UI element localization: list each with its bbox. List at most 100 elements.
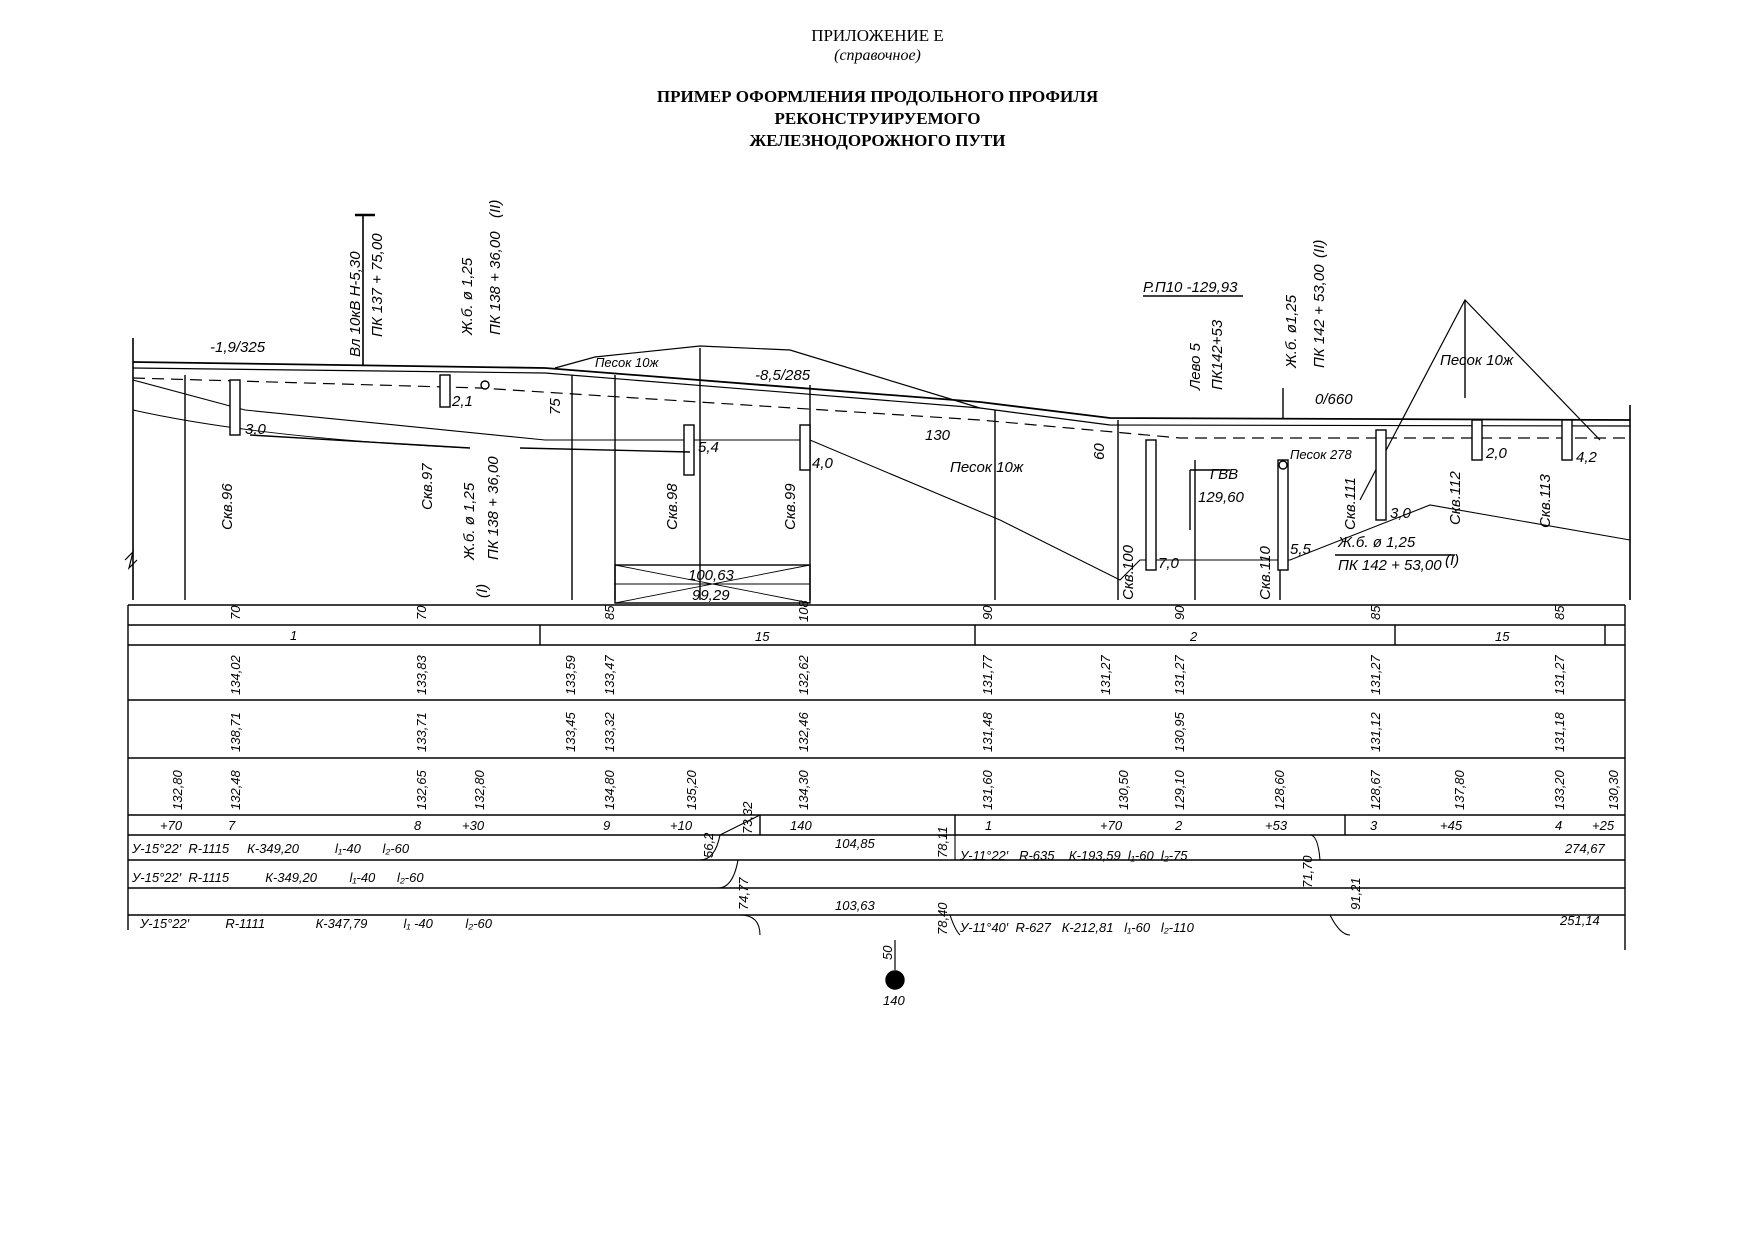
borehole-97-depth: 2,1 [451, 393, 473, 410]
borehole-100-name: Скв.100 [1120, 544, 1137, 600]
bridge-bottom: 99,29 [692, 587, 730, 604]
pipe-lower2-track: (I) [1445, 552, 1459, 569]
straight-4: 274,67 [1564, 841, 1606, 856]
design-1: 134,02 [228, 654, 243, 695]
existing-4: 133,32 [602, 711, 617, 752]
number-60: 60 [1091, 443, 1108, 460]
picket-10: 2 [1174, 818, 1183, 833]
straight-5: 56,2 [701, 832, 716, 858]
soil-label-2: Песок 10ж [950, 459, 1024, 476]
soil-label-3: Песок 10ж [1440, 352, 1514, 369]
pipe1-track: (II) [487, 200, 504, 218]
ground-8: 131,60 [980, 769, 995, 810]
design-8: 131,27 [1172, 654, 1187, 695]
picket-11: +53 [1265, 818, 1288, 833]
picket-3: 8 [414, 818, 422, 833]
pipe1-pk: ПК 138 + 36,00 [487, 231, 504, 335]
distance-2: 70 [414, 605, 429, 620]
km-mark-top: 50 [880, 945, 895, 960]
slope-label-3: 0/660 [1315, 391, 1353, 408]
ground-10: 129,10 [1172, 769, 1187, 810]
straight-1: 73,32 [740, 801, 755, 834]
borehole-110-name: Скв.110 [1257, 546, 1274, 600]
number-130: 130 [925, 427, 951, 444]
page-header: ПРИЛОЖЕНИЕ Е (справочное) ПРИМЕР ОФОРМЛЕ… [0, 26, 1755, 152]
straight-6: 74,77 [736, 877, 751, 910]
borehole-98-name: Скв.98 [664, 483, 681, 530]
pipe-lower2-pk: ПК 142 + 53,00 [1338, 557, 1442, 574]
borehole-99-depth: 4,0 [812, 455, 834, 472]
ground-2: 132,48 [228, 769, 243, 810]
benchmark-label: Р.П10 -129,93 [1143, 279, 1238, 296]
straight-7: 71,70 [1300, 855, 1315, 888]
borehole-110-depth: 5,5 [1290, 541, 1312, 558]
curve-row3-right: У-11°40′ R-627 К-212,81 l₁-60 l₂-110 [959, 920, 1195, 935]
design-4: 133,47 [602, 654, 617, 695]
grade-1: 1 [290, 628, 297, 643]
existing-8: 131,12 [1368, 711, 1383, 752]
picket-13: +45 [1440, 818, 1463, 833]
existing-7: 130,95 [1172, 711, 1187, 752]
slope-label-1: -1,9/325 [210, 339, 266, 356]
distance-7: 85 [1368, 605, 1383, 620]
power-line-pk: ПК 137 + 75,00 [369, 233, 386, 337]
pipe2-label: Ж.б. ø1,25 [1283, 294, 1300, 369]
ground-6: 135,20 [684, 769, 699, 810]
design-3: 133,59 [563, 655, 578, 695]
borehole-99-name: Скв.99 [782, 483, 799, 530]
profile-labels: -1,9/325 -8,5/285 0/660 Песок 10ж Песок … [210, 339, 1514, 604]
ground-4: 132,80 [472, 769, 487, 810]
ground-1: 132,80 [170, 769, 185, 810]
gvv-label: ГВВ [1210, 466, 1238, 483]
curve-row1-right: У-11°22′ R-635 К-193,59 l₁-60 l₂-75 [959, 848, 1188, 863]
curve-row2-left: У-15°22′ R-1115 К-349,20 l₁-40 l₂-60 [131, 870, 424, 885]
borehole-96-name: Скв.96 [219, 483, 236, 530]
borehole-labels: Скв.96 3,0 Скв.97 2,1 Скв.98 5,4 Скв.99 … [219, 393, 1598, 600]
existing-2: 133,71 [414, 712, 429, 752]
pipe-lower-label: Ж.б. ø 1,25 [461, 482, 478, 561]
table-values: 70 70 85 108 90 90 85 85 1 15 2 15 134,0… [131, 600, 1621, 1008]
ground-12: 128,67 [1368, 769, 1383, 810]
straight-10: 91,21 [1348, 877, 1363, 910]
picket-6: +10 [670, 818, 693, 833]
existing-6: 131,48 [980, 711, 995, 752]
picket-4: +30 [462, 818, 485, 833]
grade-4: 15 [1495, 629, 1510, 644]
ground-7: 134,30 [796, 769, 811, 810]
borehole-112-name: Скв.112 [1447, 471, 1464, 525]
straight-2: 104,85 [835, 836, 876, 851]
left-pk: ПК142+53 [1209, 319, 1226, 390]
soil-label-4: Песок 278 [1290, 447, 1352, 462]
soil-label-1: Песок 10ж [595, 355, 659, 370]
picket-14: 4 [1555, 818, 1562, 833]
profile-table [127, 604, 1626, 990]
existing-1: 138,71 [228, 712, 243, 752]
ground-14: 133,20 [1552, 769, 1567, 810]
design-5: 132,62 [796, 654, 811, 695]
design-6: 131,77 [980, 654, 995, 695]
straight-11: 251,14 [1559, 913, 1600, 928]
curve-row3-left: У-15°22′ R-1111 К-347,79 l₁ -40 l₂-60 [139, 916, 493, 931]
borehole-97-name: Скв.97 [419, 463, 436, 510]
pipe-lower2-label: Ж.б. ø 1,25 [1337, 534, 1416, 551]
existing-5: 132,46 [796, 711, 811, 752]
pipe-lower-track: (I) [474, 584, 491, 598]
picket-2: 7 [228, 818, 236, 833]
picket-12: 3 [1370, 818, 1378, 833]
ground-3: 132,65 [414, 769, 429, 810]
distance-6: 90 [1172, 605, 1187, 620]
number-75: 75 [547, 398, 564, 415]
borehole-96-depth: 3,0 [245, 421, 267, 438]
grade-3: 2 [1189, 629, 1198, 644]
pipe-lower-pk: ПК 138 + 36,00 [485, 456, 502, 560]
picket-8: 1 [985, 818, 992, 833]
straight-3: 78,11 [935, 826, 950, 858]
power-line-label: Вл 10кВ H-5,30 [347, 251, 364, 357]
picket-9: +70 [1100, 818, 1123, 833]
design-2: 133,83 [414, 654, 429, 695]
distance-8: 85 [1552, 605, 1567, 620]
straight-8: 103,63 [835, 898, 876, 913]
appendix-label: ПРИЛОЖЕНИЕ Е [811, 26, 944, 45]
ground-15: 130,30 [1606, 769, 1621, 810]
borehole-111-name: Скв.111 [1342, 477, 1359, 530]
